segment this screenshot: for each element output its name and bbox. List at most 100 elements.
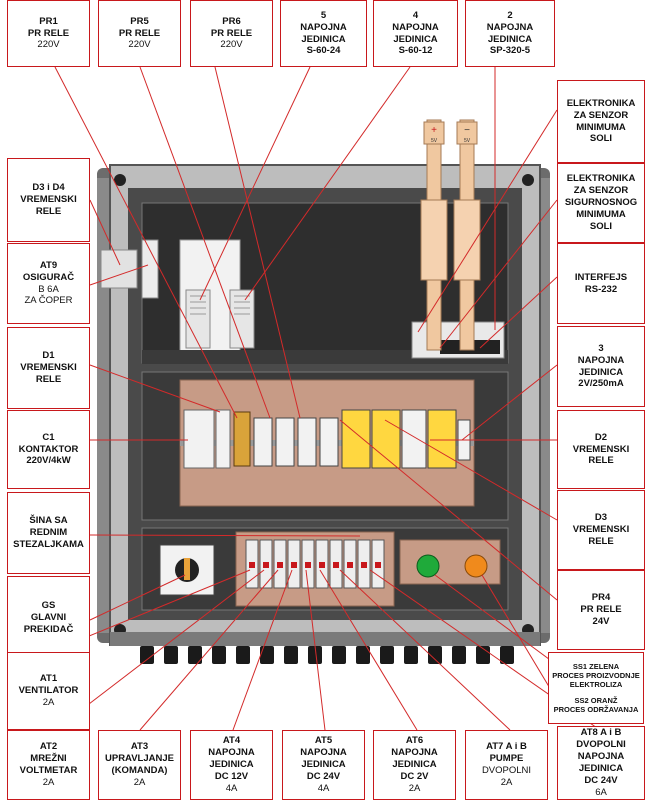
label-at9-value: B 6A <box>38 283 59 295</box>
ss1-title: SS1 ZELENA <box>572 661 620 671</box>
label-pr1-value: 220V <box>37 39 60 51</box>
label-pr6-value: 220V <box>220 39 243 51</box>
screw-icon <box>114 174 126 186</box>
terminal-plus-sign: + <box>431 125 437 136</box>
label-rs232-line: RS-232 <box>584 283 618 295</box>
label-elmin-line: MINIMUMA <box>576 121 626 133</box>
door-hinge-icon <box>100 249 138 289</box>
label-at8-line: DC 24V <box>584 774 618 786</box>
label-at6-line: DC 2V <box>400 770 429 782</box>
label-pr5-value: 220V <box>128 39 151 51</box>
relay-pr5 <box>253 417 273 467</box>
label-sina-line: ŠINA SA <box>29 515 68 527</box>
bottom-rail <box>110 632 540 646</box>
cable-gland-icon <box>140 646 514 664</box>
label-at7-line: PUMPE <box>489 753 524 765</box>
label-at4-value: 4A <box>225 782 238 794</box>
label-at9-line: AT9 <box>39 259 58 271</box>
terminal-minus-voltage: 5V <box>464 138 471 144</box>
label-gs-line: GS <box>41 600 56 612</box>
label-c1-line: 220V/4kW <box>26 455 71 467</box>
label-pr1-line: PR RELE <box>27 27 70 39</box>
cabinet-sidebar-left <box>97 178 111 633</box>
breaker-row <box>245 539 385 589</box>
label-nj3-line: 2V/250mA <box>578 378 624 390</box>
label-gs-line: GLAVNI <box>30 612 67 624</box>
label-d1-line: VREMENSKI <box>20 362 77 374</box>
signal-lamp-ss2-orange <box>464 554 488 578</box>
relay-pr-a <box>297 417 317 467</box>
timer-d3b <box>401 409 427 469</box>
contactor-c1 <box>183 409 215 469</box>
label-at7-line: AT7 A i B <box>486 741 527 753</box>
label-sina-line: STEZALJKAMA <box>13 538 84 550</box>
label-at1-value: 2A <box>42 696 55 708</box>
relay-d1 <box>215 409 231 469</box>
label-elmin-line: ELEKTRONIKA <box>566 97 636 109</box>
label-elsig-line: ZA SENZOR <box>573 185 629 197</box>
label-d3d4-line: VREMENSKI <box>20 194 77 206</box>
label-at2-value: 2A <box>42 776 55 788</box>
label-at5-line: NAPOJNA JEDINICA <box>300 747 347 771</box>
psu-fins <box>190 295 250 315</box>
label-at7-value: 2A <box>500 776 513 788</box>
label-nj4-line: 4 <box>412 9 419 21</box>
label-nj3-line: NAPOJNA JEDINICA <box>577 354 625 378</box>
terminal-minus-sign: − <box>464 125 470 136</box>
label-nj2-line: SP-320-5 <box>489 45 531 57</box>
label-at8-line: AT8 A i B <box>580 727 622 739</box>
psu-module-4 <box>229 289 255 349</box>
ss1-desc-1: PROCES PROIZVODNJE <box>552 670 640 680</box>
label-at9-value: ZA ČOPER <box>24 295 73 307</box>
relay-pr-b <box>319 417 339 467</box>
label-elmin-line: ZA SENZOR <box>573 109 629 121</box>
label-pr5-line: PR RELE <box>118 27 161 39</box>
label-sina-line: REDNIM <box>29 527 68 539</box>
label-d3-line: VREMENSKI <box>572 524 630 536</box>
label-elsig-line: ELEKTRONIKA <box>566 173 636 185</box>
screw-icon <box>522 174 534 186</box>
relay-pr1 <box>233 411 251 467</box>
label-pr5-line: PR5 <box>130 15 149 27</box>
label-c1-line: C1 <box>42 431 55 443</box>
label-ss1-ss2: SS1 ZELENA PROCES PROIZVODNJE ELEKTROLIZ… <box>548 652 644 724</box>
label-elsig-line: SOLI <box>589 220 613 232</box>
label-at9-line: OSIGURAČ <box>22 271 75 283</box>
label-pr6-line: PR6 <box>222 15 241 27</box>
label-at1-line: AT1 <box>39 673 58 685</box>
label-d2-line: D2 <box>594 431 608 443</box>
label-at3-line: AT3 <box>130 741 149 753</box>
label-elsig-line: SIGURNOSNOG <box>564 197 638 209</box>
label-at4-line: DC 12V <box>214 770 249 782</box>
label-nj5-line: NAPOJNA JEDINICA <box>300 21 347 45</box>
label-at5-value: 4A <box>317 782 330 794</box>
label-d3d4-line: RELE <box>35 205 62 217</box>
label-at7-value: DVOPOLNI <box>481 765 532 776</box>
label-at2-line: MREŽNI <box>30 753 67 765</box>
label-d1-line: D1 <box>42 350 55 362</box>
label-d3-line: D3 <box>594 512 608 524</box>
label-nj5-line: S-60-24 <box>306 45 341 57</box>
label-at8-line: NAPOJNA JEDINICA <box>577 751 625 774</box>
label-pr4-line: PR RELE <box>580 604 622 616</box>
label-at8-line: DVOPOLNI <box>576 739 626 751</box>
label-at2-line: VOLTMETAR <box>19 765 78 776</box>
